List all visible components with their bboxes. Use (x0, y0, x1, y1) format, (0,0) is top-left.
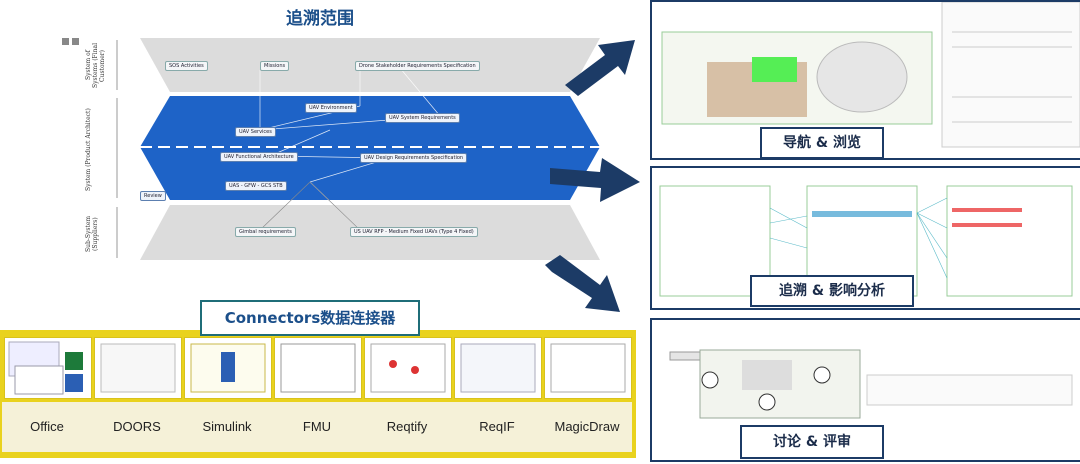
trace-diagram: System of Systems (Final Customer) Syste… (60, 30, 620, 265)
tool-thumb-office[interactable] (4, 337, 92, 399)
expand-icon (72, 38, 79, 45)
review-caption: 讨论 & 评审 (740, 425, 884, 459)
review-screenshot (669, 349, 1073, 419)
tool-label-office: Office (2, 402, 92, 452)
node-uav-env[interactable]: UAV Environment (305, 103, 357, 113)
node-uav-func-arch[interactable]: UAV Functional Architecture (220, 152, 298, 162)
trace-diagram-svg (62, 38, 600, 260)
node-stakeholder-req[interactable]: Drone Stakeholder Requirements Specifica… (355, 61, 480, 71)
node-missions[interactable]: Missions (260, 61, 290, 71)
tool-thumb-simulink[interactable] (184, 337, 272, 399)
tool-label-doors: DOORS (92, 402, 182, 452)
system-band (140, 96, 600, 200)
edit-icon (62, 38, 69, 45)
connectors-title: Connectors数据连接器 (200, 300, 420, 336)
tool-thumb-fmu[interactable] (274, 337, 362, 399)
office-logo-icon (8, 341, 83, 395)
tool-label-reqif: ReqIF (452, 402, 542, 452)
navigate-screenshot (661, 1, 1080, 148)
node-sos-activities[interactable]: SOS Activities (165, 61, 208, 71)
tool-label-reqtify: Reqtify (362, 402, 452, 452)
node-gimbal-req[interactable]: Gimbal requirements (235, 227, 296, 237)
node-uav-sys-req[interactable]: UAV System Requirements (385, 113, 460, 123)
trace-scope-title: 追溯范围 (286, 9, 354, 29)
node-uas-gfw[interactable]: UAS - GFW - GCS STB (225, 181, 287, 191)
tool-label-magicdraw: MagicDraw (542, 402, 632, 452)
panel-navigate (650, 0, 1080, 160)
node-review[interactable]: Review (140, 191, 166, 201)
node-uav-services[interactable]: UAV Services (235, 127, 276, 137)
arrow-to-review (545, 255, 620, 312)
band-label-subsystem: Sub-System (Suppliers) (85, 215, 99, 253)
trace-caption: 追溯 & 影响分析 (750, 275, 914, 307)
tool-thumb-magicdraw[interactable] (544, 337, 632, 399)
nav-caption: 导航 & 浏览 (760, 127, 884, 159)
arrow-to-trace (550, 158, 640, 202)
band-label-sos: System of Systems (Final Customer) (85, 43, 106, 88)
tool-thumb-reqif[interactable] (454, 337, 542, 399)
arrow-to-nav (565, 40, 635, 96)
tool-thumb-reqtify[interactable] (364, 337, 452, 399)
band-label-system: System (Product Architect) (85, 108, 92, 192)
tool-thumb-doors[interactable] (94, 337, 182, 399)
node-us-uav-rfp[interactable]: US UAV RFP - Medium Fixed UAVs (Type 4 F… (350, 227, 478, 237)
tool-label-fmu: FMU (272, 402, 362, 452)
node-uav-design-req[interactable]: UAV Design Requirements Specification (360, 153, 468, 163)
tool-label-simulink: Simulink (182, 402, 272, 452)
